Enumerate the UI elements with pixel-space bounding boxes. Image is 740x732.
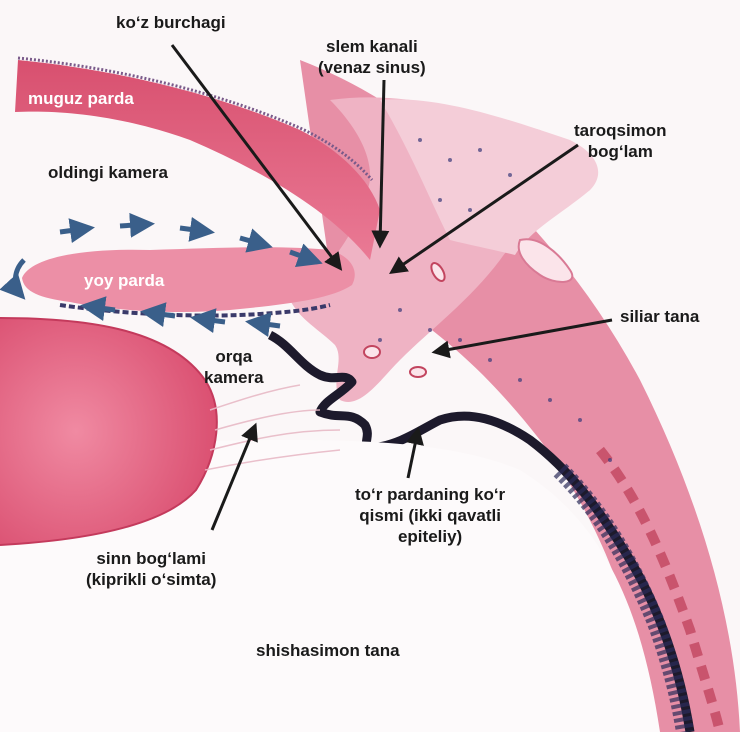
label-koz-burchagi: ko‘z burchagi	[116, 12, 226, 33]
label-slem-kanali-line1: slem kanali	[318, 36, 426, 57]
label-tor-parda-line2: qismi (ikki qavatli	[355, 505, 505, 526]
label-muguz-parda: muguz parda	[28, 88, 134, 109]
label-siliar-tana: siliar tana	[620, 306, 699, 327]
label-orqa-kamera-line2: kamera	[204, 367, 264, 388]
label-orqa-kamera: orqa kamera	[204, 346, 264, 388]
label-oldingi-kamera: oldingi kamera	[48, 162, 168, 183]
label-tor-parda-line3: epiteliy)	[355, 526, 505, 547]
label-slem-kanali-line2: (venaz sinus)	[318, 57, 426, 78]
label-shishasimon-tana: shishasimon tana	[256, 640, 400, 661]
label-sinn-boglami: sinn bog‘lami (kiprikli o‘simta)	[86, 548, 216, 590]
label-sinn-boglami-line1: sinn bog‘lami	[86, 548, 216, 569]
label-slem-kanali: slem kanali (venaz sinus)	[318, 36, 426, 78]
label-taroqsimon-line1: taroqsimon	[574, 120, 667, 141]
vessel	[410, 367, 426, 377]
vessel	[364, 346, 380, 358]
label-taroqsimon-line2: bog‘lam	[574, 141, 667, 162]
label-sinn-boglami-line2: (kiprikli o‘simta)	[86, 569, 216, 590]
label-yoy-parda: yoy parda	[84, 270, 164, 291]
label-tor-parda: to‘r pardaning ko‘r qismi (ikki qavatli …	[355, 484, 505, 547]
label-tor-parda-line1: to‘r pardaning ko‘r	[355, 484, 505, 505]
label-taroqsimon-boglam: taroqsimon bog‘lam	[574, 120, 667, 162]
label-orqa-kamera-line1: orqa	[204, 346, 264, 367]
